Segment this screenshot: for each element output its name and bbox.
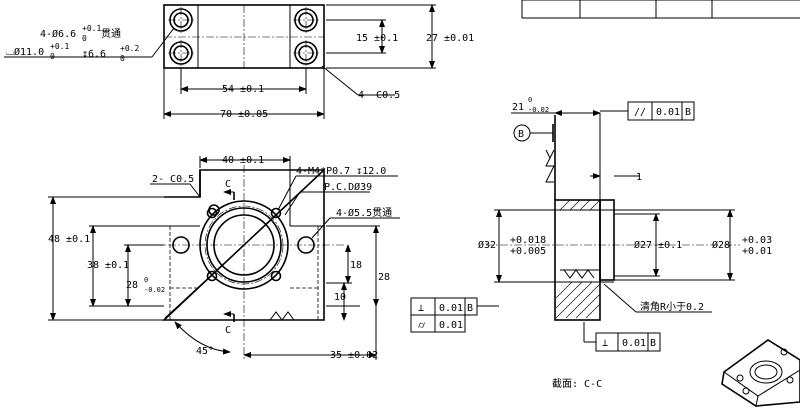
perp-tol: 0.01 bbox=[439, 303, 463, 314]
datum-b: B bbox=[513, 124, 554, 142]
top-hole-1 bbox=[168, 7, 194, 33]
top-chamfer: 4- C0.5 bbox=[358, 90, 400, 101]
dim-28-left-upper: 0 bbox=[144, 276, 148, 284]
dim-18: 18 bbox=[350, 260, 362, 271]
dim-40: 40 ±0.1 bbox=[222, 155, 264, 166]
section-caption: 截面: C-C bbox=[552, 377, 602, 390]
hole-callout-2-depth-upper: +0.2 bbox=[120, 44, 139, 53]
parallel-tol: 0.01 bbox=[656, 107, 680, 118]
top-hole-4 bbox=[293, 40, 319, 66]
dim-28-left: 28 bbox=[126, 280, 138, 291]
section-label-bottom: C bbox=[225, 325, 231, 336]
title-block-fragment bbox=[521, 0, 800, 19]
section-view: 21 0 -0.02 // 0.01 B B 1 Ø32 +0.018 bbox=[410, 96, 772, 390]
dim-15: 15 ±0.1 bbox=[356, 33, 398, 44]
datum-b-label: B bbox=[518, 129, 524, 140]
perp2-datum: B bbox=[650, 338, 656, 349]
parallel-datum: B bbox=[685, 107, 691, 118]
perp2-tol: 0.01 bbox=[622, 338, 646, 349]
dim-32: Ø32 bbox=[478, 239, 496, 251]
dim-27: 27 ±0.01 bbox=[426, 33, 474, 44]
hole-callout-1-lower: 0 bbox=[82, 34, 87, 43]
cylindricity-tolerance-frame: ⌭ 0.01 bbox=[410, 314, 466, 333]
top-view: 4-Ø6.6 +0.1 0 贯通 ⌴Ø11.0 +0.1 0 ↧6.6 +0.2… bbox=[4, 4, 474, 120]
dim-32-upper: +0.018 bbox=[510, 235, 546, 246]
dim-28-right: 28 bbox=[378, 272, 390, 283]
hole-callout-2-upper: +0.1 bbox=[50, 42, 69, 51]
hole-callout-2-depth-lower: 0 bbox=[120, 54, 125, 63]
hole-callout-1: 4-Ø6.6 bbox=[40, 28, 76, 40]
hole-callout: 4-Ø5.5贯通 bbox=[336, 207, 392, 219]
isometric-view bbox=[721, 339, 800, 407]
hole-callout-2-depth: ↧6.6 bbox=[82, 49, 106, 60]
section-hatch-upper bbox=[555, 199, 614, 211]
corner-note: 清角R小于0.2 bbox=[640, 300, 704, 313]
perp-symbol: ⊥ bbox=[418, 303, 424, 314]
thread-callout: 4-M4*P0.7 ↧12.0 bbox=[296, 166, 386, 177]
dim-28-section: Ø28 bbox=[712, 239, 730, 251]
dim-70: 70 ±0.05 bbox=[220, 109, 268, 120]
dim-21: 21 bbox=[512, 102, 524, 113]
cyl-tol: 0.01 bbox=[439, 320, 463, 331]
dim-35: 35 ±0.02 bbox=[330, 350, 378, 361]
front-chamfer: 2- C0.5 bbox=[152, 174, 194, 185]
dim-28-left-lower: -0.02 bbox=[144, 286, 165, 294]
top-hole-2 bbox=[168, 40, 194, 66]
dim-21-upper: 0 bbox=[528, 96, 532, 104]
hole-callout-1-suffix: 贯通 bbox=[101, 28, 121, 40]
dim-38: 38 ±0.1 bbox=[87, 260, 129, 271]
front-through-holes bbox=[172, 236, 315, 254]
dim-48: 48 ±0.1 bbox=[48, 234, 90, 245]
dim-32-lower: +0.005 bbox=[510, 246, 546, 257]
dim-1: 1 bbox=[636, 172, 642, 183]
section-label-top: C bbox=[225, 179, 231, 190]
perp2-symbol: ⊥ bbox=[602, 338, 608, 349]
dim-28-lower: +0.01 bbox=[742, 246, 772, 257]
parallel-tolerance-frame: // 0.01 B bbox=[600, 101, 695, 121]
pcd-callout: P.C.DØ39 bbox=[324, 181, 372, 193]
top-hole-3 bbox=[293, 7, 319, 33]
cyl-symbol: ⌭ bbox=[418, 320, 426, 331]
hole-callout-2-lower: 0 bbox=[50, 52, 55, 61]
perp2-tolerance-frame: ⊥ 0.01 B bbox=[583, 322, 661, 352]
dim-27-section: Ø27 ±0.1 bbox=[634, 239, 682, 251]
section-hatch-lower bbox=[555, 281, 614, 319]
dim-54: 54 ±0.1 bbox=[222, 84, 264, 95]
dim-21-lower: -0.02 bbox=[528, 106, 549, 114]
hole-callout-1-upper: +0.1 bbox=[82, 24, 101, 33]
dim-10: 10 bbox=[334, 292, 346, 303]
front-thread-holes bbox=[206, 207, 282, 282]
hole-callout-2: ⌴Ø11.0 bbox=[6, 46, 44, 58]
parallel-symbol: // bbox=[634, 107, 646, 118]
perp-datum: B bbox=[467, 303, 473, 314]
perp-tolerance-frame: ⊥ 0.01 B bbox=[410, 297, 499, 316]
dim-28-upper: +0.03 bbox=[742, 235, 772, 246]
angle-45: 45° bbox=[196, 346, 214, 357]
front-view: 40 ±0.1 2- C0.5 C C 4-M4*P0.7 ↧12.0 P.C.… bbox=[48, 155, 400, 361]
